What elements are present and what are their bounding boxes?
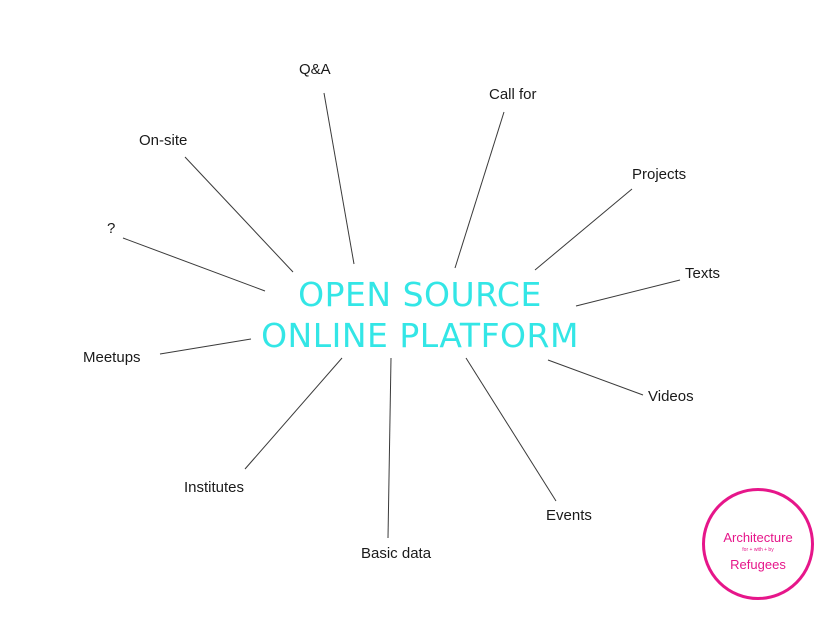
center-title-line-2: ONLINE PLATFORM bbox=[261, 316, 579, 355]
logo-line-1: Architecture bbox=[723, 530, 793, 545]
connector-videos bbox=[547, 359, 644, 396]
connector-projects bbox=[534, 188, 633, 271]
node-texts: Texts bbox=[685, 265, 721, 282]
connector-meetups bbox=[159, 338, 252, 355]
node-videos: Videos bbox=[648, 388, 694, 405]
connector-texts bbox=[575, 279, 681, 307]
connector-question bbox=[122, 237, 266, 292]
node-question: ? bbox=[107, 220, 116, 237]
node-qa: Q&A bbox=[299, 61, 331, 78]
connector-events bbox=[465, 357, 557, 502]
center-title-line-1: OPEN SOURCE bbox=[298, 275, 542, 314]
logo-line-2: for + with + by bbox=[742, 547, 774, 553]
node-meetups: Meetups bbox=[83, 349, 141, 366]
connector-qa bbox=[323, 92, 355, 265]
connector-basic-data bbox=[387, 357, 392, 539]
node-call-for: Call for bbox=[489, 86, 537, 103]
connector-call-for bbox=[454, 111, 505, 269]
logo-line-3: Refugees bbox=[730, 557, 786, 572]
connector-on-site bbox=[184, 156, 294, 273]
node-projects: Projects bbox=[632, 166, 687, 183]
connector-institutes bbox=[244, 357, 343, 470]
architecture-for-refugees-logo: Architecture for + with + by Refugees bbox=[702, 488, 814, 600]
node-events: Events bbox=[546, 507, 592, 524]
node-on-site: On-site bbox=[139, 132, 188, 149]
node-institutes: Institutes bbox=[184, 479, 245, 496]
node-basic-data: Basic data bbox=[361, 545, 432, 562]
